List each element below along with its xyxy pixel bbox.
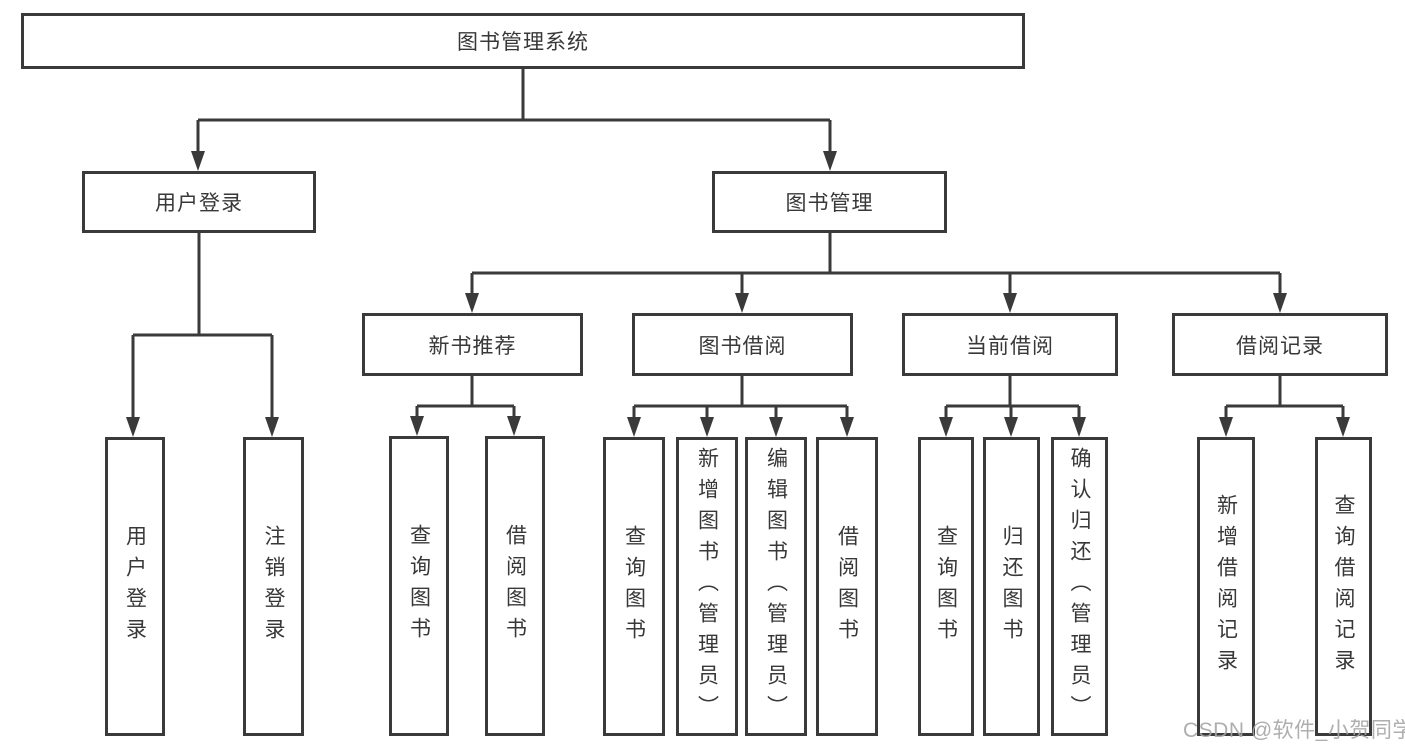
arrowhead-icon bbox=[1004, 417, 1018, 437]
node-label: 用户登录 bbox=[123, 524, 147, 649]
node-label: 新书推荐 bbox=[428, 334, 517, 358]
node-new-book-recommend: 新书推荐 bbox=[362, 313, 583, 376]
arrowhead-icon bbox=[465, 293, 479, 313]
leaf-query-books-borrowing: 查询图书 bbox=[603, 437, 665, 736]
node-borrowing-records: 借阅记录 bbox=[1172, 313, 1388, 376]
node-label: 图书借阅 bbox=[698, 334, 787, 358]
arrowhead-icon bbox=[1336, 417, 1350, 437]
arrowhead-icon bbox=[1273, 293, 1287, 313]
arrowhead-icon bbox=[191, 151, 205, 171]
node-label: 注销登录 bbox=[262, 524, 285, 649]
node-label: 用户登录 bbox=[155, 192, 243, 215]
node-label: 查询图书 bbox=[934, 524, 958, 649]
leaf-edit-books-admin: 编辑图书（管理员） bbox=[745, 437, 807, 736]
arrowhead-icon bbox=[265, 417, 279, 437]
node-user-login: 用户登录 bbox=[82, 171, 316, 233]
arrowhead-icon bbox=[1003, 293, 1017, 313]
connector-root-to-level2 bbox=[191, 69, 837, 171]
leaf-query-books-recommend: 查询图书 bbox=[389, 436, 449, 736]
node-library-management-system: 图书管理系统 bbox=[21, 13, 1025, 69]
arrowhead-icon bbox=[735, 293, 749, 313]
arrowhead-icon bbox=[1219, 417, 1233, 437]
arrowhead-icon bbox=[1072, 417, 1086, 437]
node-label: 归还图书 bbox=[1000, 524, 1023, 649]
arrowhead-icon bbox=[939, 417, 953, 437]
leaf-confirm-return-admin: 确认归还（管理员） bbox=[1051, 437, 1108, 736]
node-current-borrowing: 当前借阅 bbox=[902, 313, 1118, 376]
leaf-return-books: 归还图书 bbox=[983, 437, 1040, 736]
leaf-logout: 注销登录 bbox=[243, 437, 304, 736]
node-label: 图书管理系统 bbox=[457, 31, 589, 54]
leaf-borrow-books: 借阅图书 bbox=[816, 437, 878, 736]
node-label: 查询图书 bbox=[407, 524, 431, 648]
node-label: 借阅记录 bbox=[1236, 334, 1324, 358]
node-label: 新增借阅记录 bbox=[1214, 493, 1238, 680]
node-book-management: 图书管理 bbox=[712, 171, 947, 233]
node-label: 借阅图书 bbox=[835, 524, 859, 649]
leaf-add-books-admin: 新增图书（管理员） bbox=[676, 437, 738, 736]
node-label: 新增图书（管理员） bbox=[695, 447, 719, 726]
connector-user-login-children bbox=[126, 233, 279, 437]
csdn-watermark: CSDN @软件_小贺同学 bbox=[1183, 719, 1405, 742]
arrowhead-icon bbox=[507, 416, 521, 436]
leaf-query-books-current: 查询图书 bbox=[918, 437, 974, 736]
arrowhead-icon bbox=[410, 416, 424, 436]
node-label: 编辑图书（管理员） bbox=[764, 447, 788, 726]
arrowhead-icon bbox=[769, 417, 783, 437]
leaf-query-borrow-record: 查询借阅记录 bbox=[1315, 437, 1372, 736]
arrowhead-icon bbox=[700, 417, 714, 437]
node-label: 查询借阅记录 bbox=[1332, 493, 1355, 680]
node-label: 查询图书 bbox=[622, 524, 646, 649]
arrowhead-icon bbox=[840, 417, 854, 437]
connector-current-borrowing-children bbox=[939, 376, 1086, 437]
leaf-user-login: 用户登录 bbox=[105, 437, 165, 736]
leaf-borrow-books-recommend: 借阅图书 bbox=[485, 436, 545, 736]
arrowhead-icon bbox=[627, 417, 641, 437]
node-label: 确认归还（管理员） bbox=[1068, 447, 1091, 726]
node-label: 借阅图书 bbox=[503, 524, 527, 648]
connector-new-book-children bbox=[410, 376, 521, 436]
leaf-add-borrow-record: 新增借阅记录 bbox=[1197, 437, 1255, 736]
arrowhead-icon bbox=[126, 417, 140, 437]
node-book-borrowing: 图书借阅 bbox=[632, 313, 853, 376]
connector-book-management-children bbox=[465, 233, 1287, 313]
connector-book-borrowing-children bbox=[627, 376, 854, 437]
node-label: 图书管理 bbox=[785, 192, 874, 215]
connector-borrowing-records-children bbox=[1219, 376, 1350, 437]
arrowhead-icon bbox=[823, 151, 837, 171]
node-label: 当前借阅 bbox=[966, 334, 1054, 358]
